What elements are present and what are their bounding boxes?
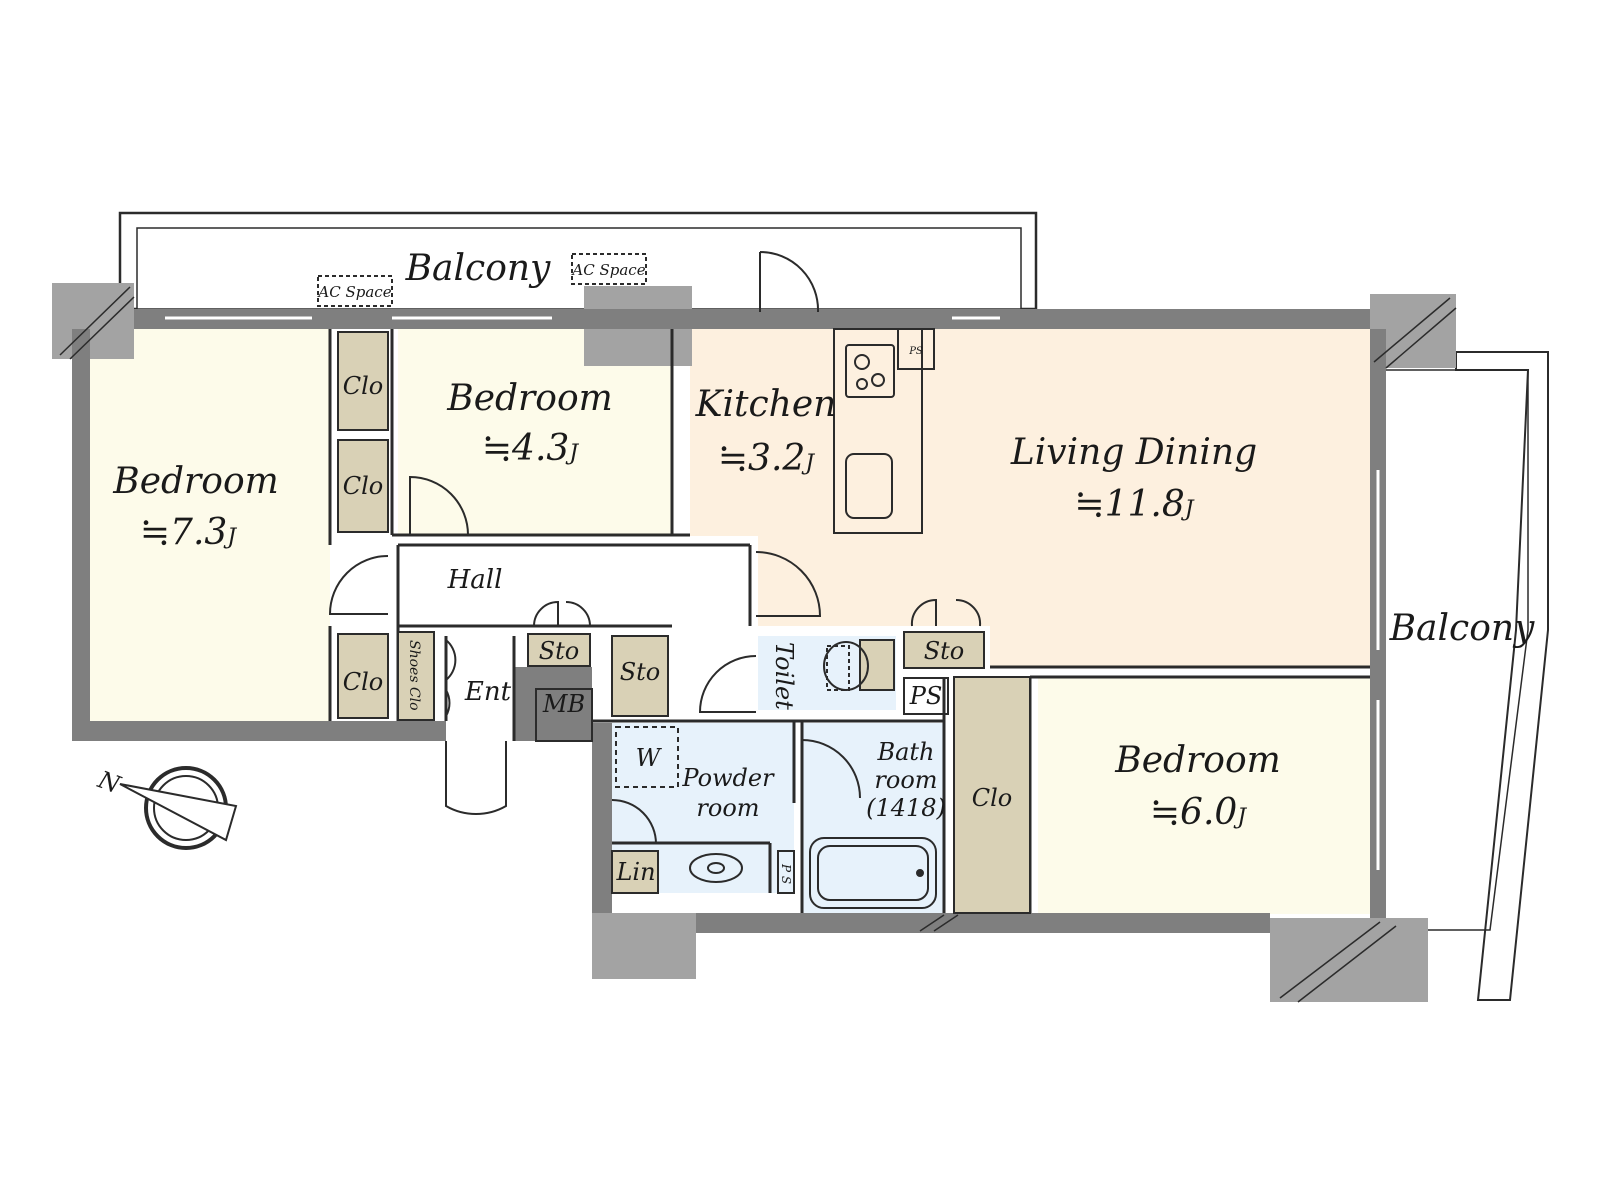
ac-space-label-2: AC Space	[570, 261, 645, 279]
bedroom-north-name: Bedroom	[446, 378, 613, 419]
closet-label-3: Clo	[343, 668, 384, 696]
washer-space	[615, 726, 679, 788]
storage-blocks	[337, 331, 1031, 914]
closet-3	[337, 633, 389, 719]
balcony-top	[118, 211, 1038, 311]
linen-label: Lin	[615, 858, 655, 886]
fill-bath	[802, 723, 944, 913]
closet-label-1: Clo	[343, 372, 384, 400]
toilet-tank	[859, 639, 895, 691]
kitchen-sink-icon	[845, 453, 893, 519]
hall-label: Hall	[447, 565, 503, 595]
bathroom-label-1: Bath	[876, 738, 934, 766]
ps-label-3: P S	[779, 863, 793, 884]
shoes-closet-label: Shoes Clo	[406, 640, 422, 711]
closet-1	[337, 331, 389, 431]
fixtures	[317, 253, 949, 909]
fill-bedroom-east	[1038, 677, 1370, 914]
bedroom-north-size: ≒4.3J	[482, 428, 579, 469]
ac-space-label-1: AC Space	[316, 283, 391, 301]
closet-2	[337, 439, 389, 533]
balcony-right	[1385, 351, 1549, 1001]
windows	[165, 316, 1380, 870]
bathtub-icon	[809, 837, 937, 909]
ps-label-1: PS	[908, 346, 923, 357]
storage-1	[527, 633, 591, 667]
bedroom-west-name: Bedroom	[112, 461, 279, 502]
stove-icon	[845, 344, 895, 398]
storage-label-3: Sto	[924, 637, 965, 665]
powder-room-label-1: Powder	[681, 764, 775, 792]
shoes-closet	[397, 631, 435, 721]
bedroom-east-name: Bedroom	[1114, 740, 1281, 781]
bedroom-west-size: ≒7.3J	[140, 512, 237, 553]
compass-north-label: N	[94, 765, 125, 799]
meter-box-label: MB	[542, 690, 585, 718]
storage-label-1: Sto	[539, 637, 580, 665]
closet-label-4: Clo	[972, 784, 1013, 812]
kitchen-size: ≒3.2J	[718, 438, 815, 479]
washer-label: W	[636, 744, 663, 772]
storage-2	[611, 635, 669, 717]
toilet-label: Toilet	[770, 642, 798, 710]
entrance-label: Ent	[464, 677, 512, 707]
closet-4	[953, 676, 1031, 914]
fill-bedroom-west	[90, 329, 330, 721]
doors	[328, 251, 982, 845]
walls	[52, 283, 1457, 1003]
linen-closet	[611, 850, 659, 894]
north-arrow-icon: N	[94, 765, 238, 850]
bathroom-label-3: (1418)	[866, 794, 946, 822]
living-dining-name: Living Dining	[1010, 432, 1257, 473]
storage-3	[903, 631, 985, 669]
closet-label-2: Clo	[343, 472, 384, 500]
living-dining-size: ≒11.8J	[1074, 484, 1194, 525]
ps-label-2: PS	[909, 682, 943, 710]
storage-label-2: Sto	[620, 658, 661, 686]
fill-living-kitchen	[690, 329, 1370, 667]
bedroom-east-size: ≒6.0J	[1150, 792, 1247, 833]
balcony-top-label: Balcony	[405, 248, 551, 289]
washbasin-icon	[689, 853, 743, 883]
labels: Balcony AC Space AC Space Balcony Bedroo…	[112, 248, 1535, 886]
toilet-bowl-icon	[823, 641, 869, 691]
bathroom-label-2: room	[874, 766, 937, 794]
powder-room-label-2: room	[696, 794, 759, 822]
kitchen-name: Kitchen	[695, 384, 837, 425]
balcony-right-label: Balcony	[1389, 608, 1535, 649]
